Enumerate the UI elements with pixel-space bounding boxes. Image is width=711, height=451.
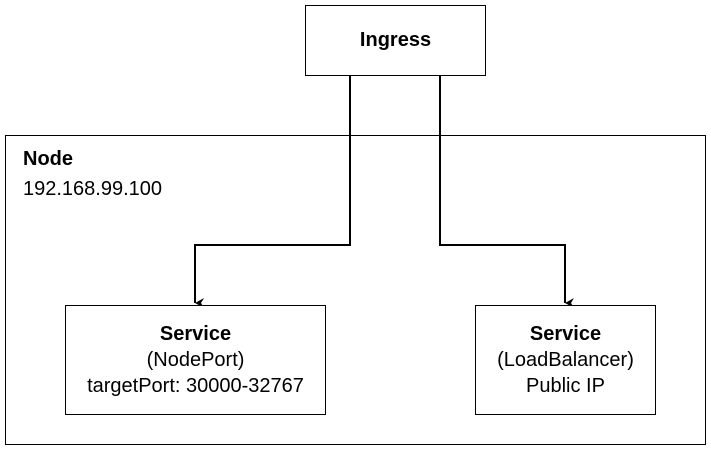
service-type: (NodePort) (146, 349, 245, 371)
edge-ingress-to-nodeport-service (194, 76, 351, 308)
node-ip-address: 192.168.99.100 (23, 178, 163, 200)
service-loadbalancer-node: Service (LoadBalancer) Public IP (475, 305, 656, 415)
service-type: (LoadBalancer) (497, 349, 634, 371)
node-label: Node (23, 148, 73, 170)
ingress-node: Ingress (305, 5, 486, 76)
edge-ingress-to-loadbalancer-service (439, 76, 574, 308)
ingress-label: Ingress (359, 29, 432, 51)
service-nodeport-node: Service (NodePort) targetPort: 30000-327… (65, 305, 326, 415)
service-title: Service (159, 323, 232, 345)
service-detail: targetPort: 30000-32767 (87, 375, 304, 397)
service-detail: Public IP (526, 375, 605, 397)
service-title: Service (529, 323, 602, 345)
